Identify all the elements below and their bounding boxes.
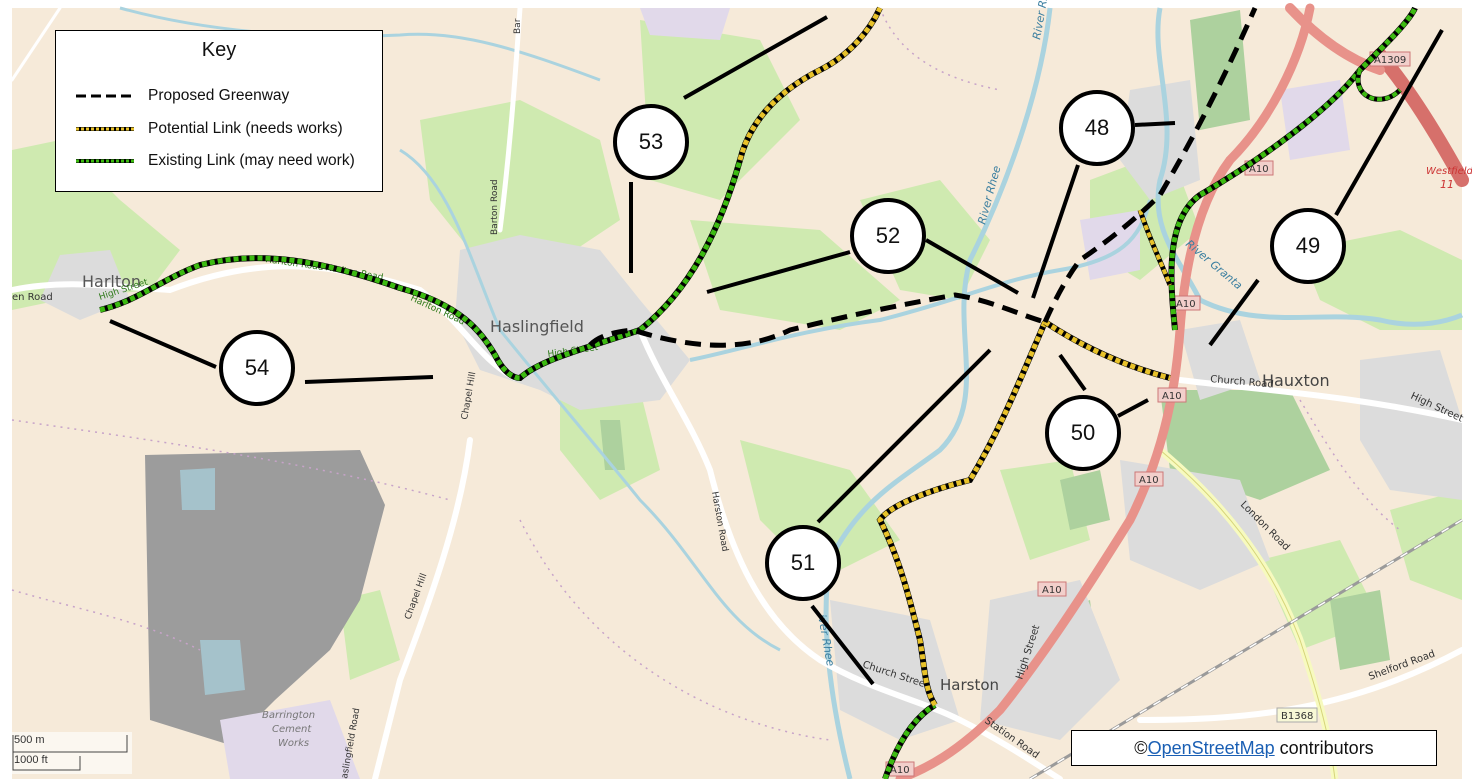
scale-bar-graphic (12, 732, 132, 774)
callout-leaders (109, 15, 1444, 686)
minor-roads (9, 5, 1465, 779)
urban-areas (40, 80, 1462, 740)
callout-51[interactable]: 51 (765, 525, 841, 601)
proposed-greenway (588, 6, 1258, 348)
black-dash-icon (76, 94, 134, 98)
place-label-cement: Cement (272, 724, 312, 735)
existing-links (99, 6, 1418, 779)
road-shield-a10-5: A10 (1042, 585, 1062, 596)
scale-metric-label: 500 m (14, 734, 45, 746)
place-label-barrington: Barrington (262, 710, 315, 721)
road-shield-a10-3: A10 (1162, 391, 1182, 402)
scale-imperial-label: 1000 ft (14, 754, 48, 766)
callout-53[interactable]: 53 (613, 104, 689, 180)
road-shield-a10-1: A10 (1249, 164, 1269, 175)
green-dot-icon (76, 159, 134, 163)
callout-48[interactable]: 48 (1059, 90, 1135, 166)
place-label-westfield-number: 11 (1440, 178, 1454, 191)
place-label-westfield: Westfield (1426, 166, 1472, 177)
callout-52[interactable]: 52 (850, 198, 926, 274)
legend-label: Proposed Greenway (148, 87, 290, 104)
callout-49[interactable]: 49 (1270, 208, 1346, 284)
copyright-symbol: © (1134, 737, 1148, 758)
legend-item-existing-link: Existing Link (may need work) (76, 151, 355, 171)
place-label-hauxton: Hauxton (1262, 371, 1330, 390)
road-shield-a1309: A1309 (1374, 55, 1406, 66)
potential-links (737, 6, 1173, 707)
road-shield-a10-2: A10 (1176, 299, 1196, 310)
legend-item-potential-link: Potential Link (needs works) (76, 119, 343, 139)
road-shield-b1368: B1368 (1281, 711, 1313, 722)
map-legend: Key Proposed Greenway Potential Link (ne… (55, 30, 383, 192)
road-label-bar: Bar (513, 18, 523, 34)
openstreetmap-link[interactable]: OpenStreetMap (1147, 737, 1275, 758)
scale-bar: 500 m 1000 ft (12, 732, 132, 774)
legend-item-proposed-greenway: Proposed Greenway (76, 86, 289, 106)
place-label-harlton: Harlton (82, 272, 141, 291)
legend-title: Key (201, 39, 237, 61)
place-label-haslingfield: Haslingfield (490, 317, 584, 336)
boundaries (11, 7, 1401, 741)
callout-50[interactable]: 50 (1045, 395, 1121, 471)
place-label-works: Works (278, 738, 309, 749)
road-shield-a10-6: A10 (890, 765, 910, 776)
road-shield-a10-4: A10 (1139, 475, 1159, 486)
road-shields: A10 A10 A10 A10 A10 A10 A1309 B1368 (885, 51, 1411, 777)
road-label-en-road: en Road (12, 292, 53, 303)
attribution-box: ©OpenStreetMap contributors (1071, 730, 1437, 766)
attribution-suffix: contributors (1274, 737, 1374, 758)
place-label-harston: Harston (940, 676, 999, 694)
legend-label: Existing Link (may need work) (148, 152, 355, 169)
callout-54[interactable]: 54 (219, 330, 295, 406)
legend-label: Potential Link (needs works) (148, 120, 343, 137)
cement-works (220, 700, 360, 779)
road-label-barton-road: Barton Road (490, 179, 500, 235)
woods (600, 10, 1390, 690)
yellow-dot-icon (76, 127, 134, 131)
